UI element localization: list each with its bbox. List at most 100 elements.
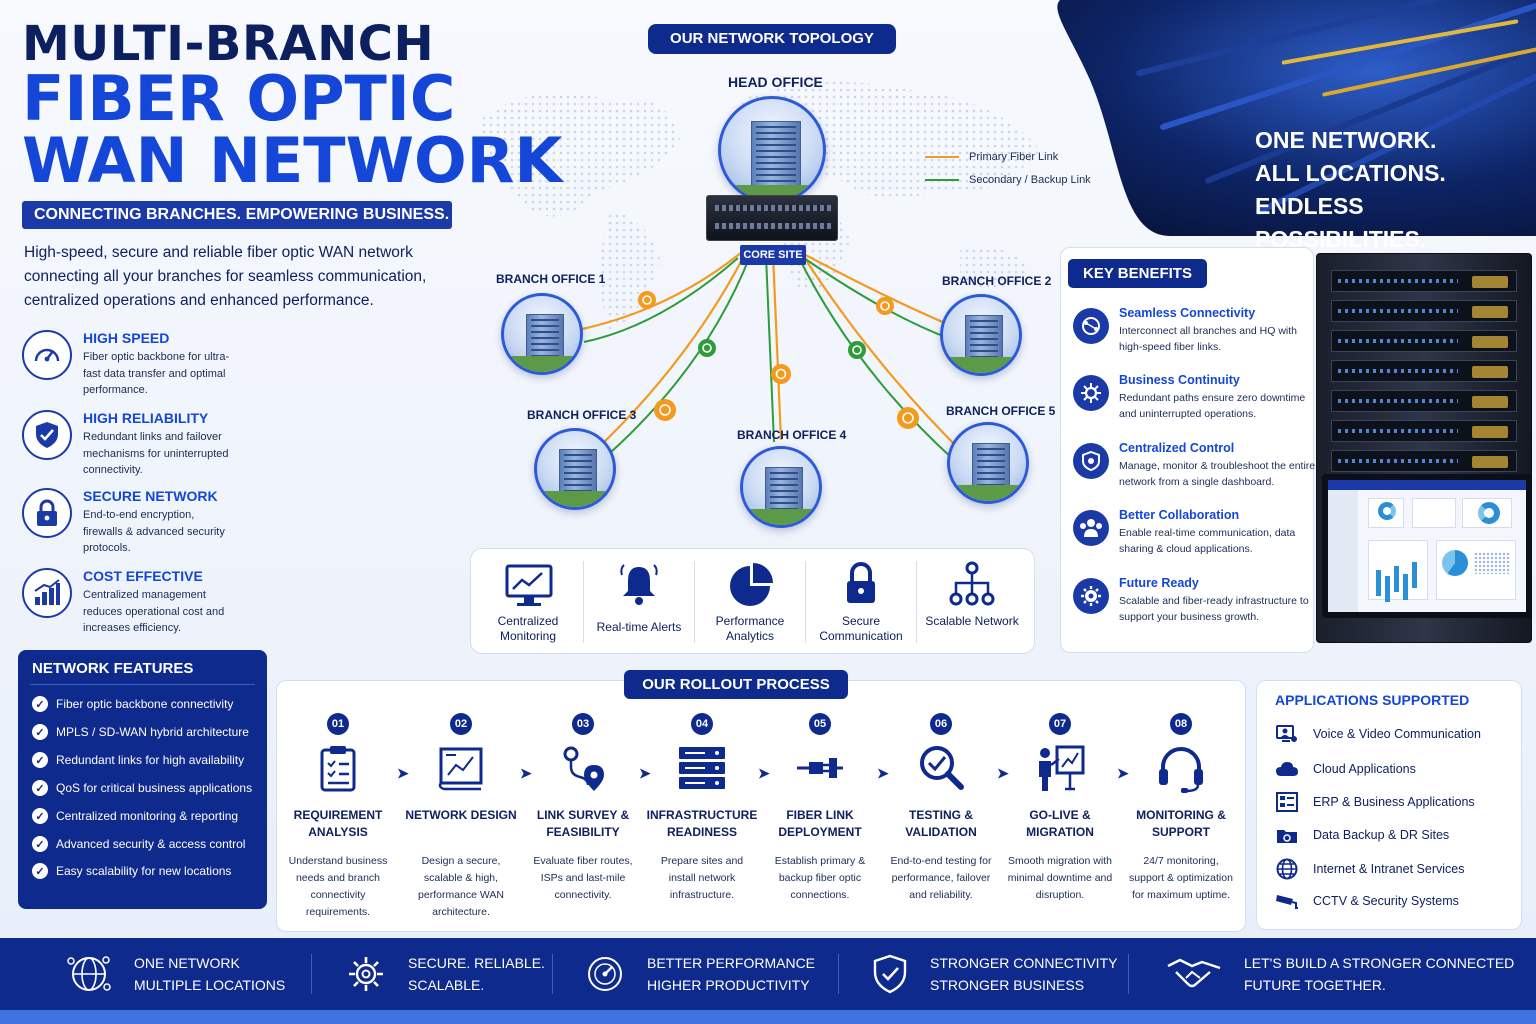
footer-line: MULTIPLE LOCATIONS (134, 977, 286, 993)
monitor-chart-icon (505, 564, 553, 606)
capability-label: Scalable Network (925, 614, 1019, 628)
footer-line: STRONGER CONNECTIVITY (930, 955, 1118, 971)
applications-panel: APPLICATIONS SUPPORTED Voice & Video Com… (1256, 680, 1522, 930)
step-number: 04 (691, 713, 713, 735)
presenter-icon (1039, 745, 1085, 791)
step-desc: Evaluate fiber routes, ISPs and last-mil… (533, 855, 633, 901)
step-number: 03 (572, 713, 594, 735)
benefit-item: Business Continuity Redundant paths ensu… (1073, 373, 1311, 425)
rollout-step-04: 04 INFRASTRUCTURE READINESS Prepare site… (643, 681, 761, 933)
step-title: NETWORK DESIGN (405, 808, 517, 822)
footer-line: FUTURE TOGETHER. (1244, 977, 1386, 993)
branch-4-building (740, 446, 822, 528)
step-desc: End-to-end testing for performance, fail… (890, 855, 992, 901)
rollout-step-03: 03 LINK SURVEY & FEASIBILITY Evaluate fi… (524, 681, 642, 933)
key-benefits-title: KEY BENEFITS (1068, 259, 1207, 288)
capability-real-time-alerts: Real-time Alerts (584, 549, 694, 655)
benefit-desc: Redundant paths ensure zero downtime and… (1119, 392, 1306, 420)
core-site-label: CORE SITE (740, 245, 806, 265)
branch-2-building (940, 294, 1022, 376)
benefit-title: Centralized Control (1119, 441, 1235, 455)
application-item: Internet & Intranet Services (1275, 858, 1464, 880)
backup-link-branch-1 (583, 257, 739, 343)
benefit-title: Business Continuity (1119, 373, 1240, 387)
shield-check-icon (22, 410, 72, 460)
feature-title: SECURE NETWORK (83, 488, 218, 504)
gear-icon (349, 957, 383, 991)
legend-backup: Secondary / Backup Link (925, 174, 1091, 186)
divider (838, 954, 839, 994)
benefit-item: Centralized Control Manage, monitor & tr… (1073, 441, 1315, 493)
step-desc: Understand business needs and branch con… (288, 855, 388, 918)
rollout-step-06: 06 TESTING & VALIDATION End-to-end testi… (882, 681, 1000, 933)
lock-icon (22, 488, 72, 538)
branch-5-label: BRANCH OFFICE 5 (946, 404, 1056, 418)
capability-label: Centralized Monitoring (497, 614, 559, 643)
feature-desc: Redundant links and failover mechanisms … (83, 431, 229, 476)
shield-check-icon (873, 954, 907, 994)
server-icon (679, 747, 725, 789)
fiber-node-icon (654, 399, 676, 421)
benefit-title: Seamless Connectivity (1119, 306, 1256, 320)
branch-1-label: BRANCH OFFICE 1 (496, 272, 606, 286)
handshake-icon (1167, 958, 1221, 988)
route-pin-icon (563, 746, 604, 791)
feature-desc: End-to-end encryption, firewalls & advan… (83, 509, 225, 554)
footer-item: SECURE. RELIABLE.SCALABLE. (346, 938, 545, 1010)
feature-cost-effective: COST EFFECTIVE Centralized management re… (22, 568, 262, 648)
applications-title: APPLICATIONS SUPPORTED (1275, 692, 1470, 708)
primary-link-branch-1 (577, 251, 743, 332)
fiber-node-icon (848, 341, 866, 359)
capability-label: Performance Analytics (715, 614, 785, 643)
divider (694, 561, 695, 643)
list-item-label: QoS for critical business applications (56, 781, 253, 795)
list-item: ✓ Fiber optic backbone connectivity (32, 696, 233, 712)
divider (1128, 954, 1129, 994)
benefit-item: Seamless Connectivity Interconnect all b… (1073, 306, 1311, 358)
list-item-label: Fiber optic backbone connectivity (56, 697, 234, 711)
primary-link-branch-2 (799, 251, 953, 328)
footer-line: BETTER PERFORMANCE (647, 955, 816, 971)
gear-icon (1073, 578, 1109, 614)
fiber-node-icon (698, 339, 716, 357)
branch-1-building (501, 293, 583, 375)
rollout-title: OUR ROLLOUT PROCESS (624, 670, 848, 699)
primary-link-branch-3 (595, 253, 746, 451)
title-line-1: MULTI-BRANCH (22, 16, 435, 72)
fiber-node-icon (638, 291, 656, 309)
check-icon: ✓ (32, 696, 48, 712)
capability-centralized-monitoring: Centralized Monitoring (473, 549, 583, 655)
capability-performance-analytics: Performance Analytics (695, 549, 805, 655)
application-item: Cloud Applications (1275, 758, 1416, 780)
fiber-node-icon (897, 407, 919, 429)
footer-line: ONE NETWORK (134, 955, 240, 971)
clipboard-icon (320, 746, 356, 792)
application-label: ERP & Business Applications (1313, 795, 1475, 809)
step-number: 06 (930, 713, 952, 735)
benefit-item: Better Collaboration Enable real-time co… (1073, 508, 1311, 560)
branch-3-label: BRANCH OFFICE 3 (527, 408, 637, 422)
benefit-desc: Manage, monitor & troubleshoot the entir… (1119, 460, 1316, 488)
bar-chart-icon (22, 568, 72, 618)
list-item-label: Centralized monitoring & reporting (56, 809, 239, 823)
branch-4-label: BRANCH OFFICE 4 (737, 428, 847, 442)
footer-line: SCALABLE. (408, 977, 485, 993)
world-map-background (480, 82, 1040, 330)
capability-secure-communication: Secure Communication (806, 549, 916, 655)
backup-link-branch-5 (797, 255, 955, 461)
footer-bar: ONE NETWORK MULTIPLE LOCATIONS SECURE. RE… (0, 938, 1536, 1010)
globe-network-icon (67, 956, 111, 991)
step-number: 01 (327, 713, 349, 735)
dashboard-screen (1328, 480, 1526, 612)
capability-label: Real-time Alerts (596, 620, 682, 634)
rollout-step-08: 08 MONITORING & SUPPORT 24/7 monitoring,… (1122, 681, 1240, 933)
gear-cycle-icon (1073, 375, 1109, 411)
step-title: LINK SURVEY & FEASIBILITY (536, 808, 630, 839)
step-desc: Smooth migration with minimal downtime a… (1007, 855, 1113, 901)
head-office-building (718, 96, 826, 204)
feature-high-reliability: HIGH RELIABILITY Redundant links and fai… (22, 410, 262, 490)
backup-link-branch-3 (601, 255, 751, 461)
benefit-desc: Interconnect all branches and HQ with hi… (1119, 325, 1298, 353)
head-office-label: HEAD OFFICE (728, 74, 823, 90)
